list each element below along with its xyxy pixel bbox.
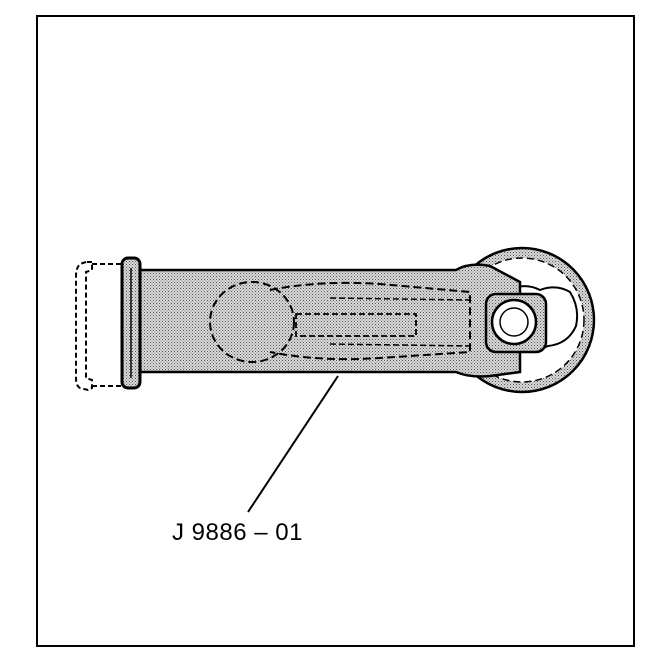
figure-frame: [36, 15, 635, 647]
tool-body: [128, 263, 522, 378]
hidden-spindle: [269, 281, 471, 361]
hidden-slot: [295, 313, 417, 337]
socket-end: [484, 292, 548, 354]
phantom-handle-outline: [75, 261, 93, 392]
hidden-bore: [209, 281, 295, 363]
tool-part-number-label: J 9886 – 01: [172, 519, 303, 546]
callout-leader-line: [247, 375, 339, 513]
